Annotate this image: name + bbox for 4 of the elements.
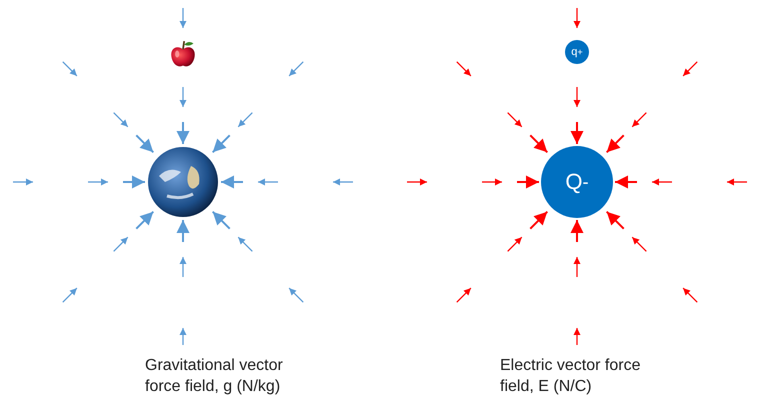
caption-text: Gravitational vector force field, g (N/kg) <box>145 356 284 397</box>
apple-picture <box>170 40 196 68</box>
caption-text: Electric vector force field, E (N/C) <box>500 356 642 397</box>
earth-picture <box>147 146 219 218</box>
